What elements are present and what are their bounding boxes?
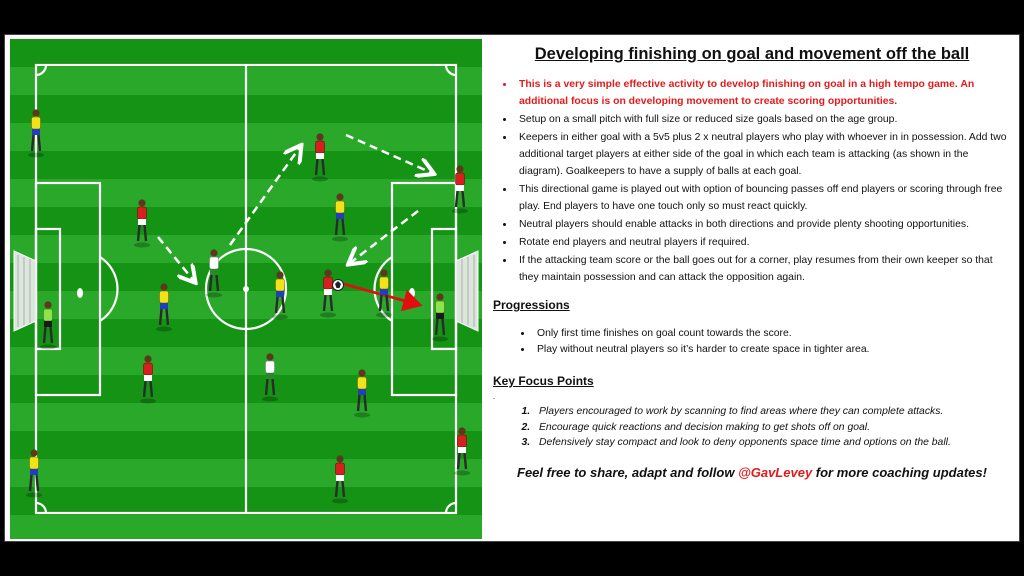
player-figure-icon xyxy=(452,165,468,214)
player-figure-icon xyxy=(376,269,392,318)
slide: Developing finishing on goal and movemen… xyxy=(4,34,1020,542)
football-icon xyxy=(332,279,344,291)
progressions-heading: Progressions xyxy=(493,298,570,312)
progressions-list: Only first time finishes on goal count t… xyxy=(493,326,1011,358)
player-figure-icon xyxy=(272,271,288,320)
footer-callout: Feel free to share, adapt and follow @Ga… xyxy=(493,465,1011,480)
setup-bullets: This is a very simple effective activity… xyxy=(493,76,1011,286)
list-item: Keepers in either goal with a 5v5 plus 2… xyxy=(515,129,1011,180)
list-item: Encourage quick reactions and decision m… xyxy=(533,420,1011,436)
separator-dot: . xyxy=(493,392,496,401)
player-figure-icon xyxy=(40,301,56,350)
player-figure-icon xyxy=(26,449,42,498)
player-figure-icon xyxy=(206,249,222,298)
list-item: Setup on a small pitch with full size or… xyxy=(515,111,1011,128)
list-item: Only first time finishes on goal count t… xyxy=(533,326,1011,342)
player-figure-icon xyxy=(320,269,336,318)
instructions-panel: Developing finishing on goal and movemen… xyxy=(487,39,1017,539)
pitch-svg xyxy=(10,39,482,539)
key-focus-heading: Key Focus Points xyxy=(493,374,594,388)
footer-text-before: Feel free to share, adapt and follow xyxy=(517,464,739,480)
player-figure-icon xyxy=(140,355,156,404)
player-figure-icon xyxy=(332,193,348,242)
footer-text-after: for more coaching updates! xyxy=(812,464,987,480)
list-item: Players encouraged to work by scanning t… xyxy=(533,404,1011,420)
player-figure-icon xyxy=(134,199,150,248)
list-item: This is a very simple effective activity… xyxy=(515,76,1011,110)
pitch-diagram xyxy=(10,39,482,539)
pass-arrows xyxy=(157,133,432,281)
twitter-handle-link[interactable]: @GavLevey xyxy=(738,464,813,480)
right-goal xyxy=(455,250,479,332)
list-item: Defensively stay compact and look to den… xyxy=(533,435,1011,451)
player-figure-icon xyxy=(432,293,448,342)
left-goal xyxy=(13,250,37,332)
player-figure-icon xyxy=(354,369,370,418)
player-figure-icon xyxy=(454,427,470,476)
key-focus-list: Players encouraged to work by scanning t… xyxy=(493,404,1011,451)
player-figure-icon xyxy=(156,283,172,332)
list-item: Neutral players should enable attacks in… xyxy=(515,216,1011,233)
list-item: If the attacking team score or the ball … xyxy=(515,252,1011,286)
player-figure-icon xyxy=(262,353,278,402)
player-figure-icon xyxy=(332,455,348,504)
page-title: Developing finishing on goal and movemen… xyxy=(534,45,970,63)
player-figure-icon xyxy=(312,133,328,182)
player-figure-icon xyxy=(28,109,44,158)
list-item: This directional game is played out with… xyxy=(515,181,1011,215)
list-item: Rotate end players and neutral players i… xyxy=(515,234,1011,251)
list-item: Play without neutral players so it’s har… xyxy=(533,342,1011,358)
